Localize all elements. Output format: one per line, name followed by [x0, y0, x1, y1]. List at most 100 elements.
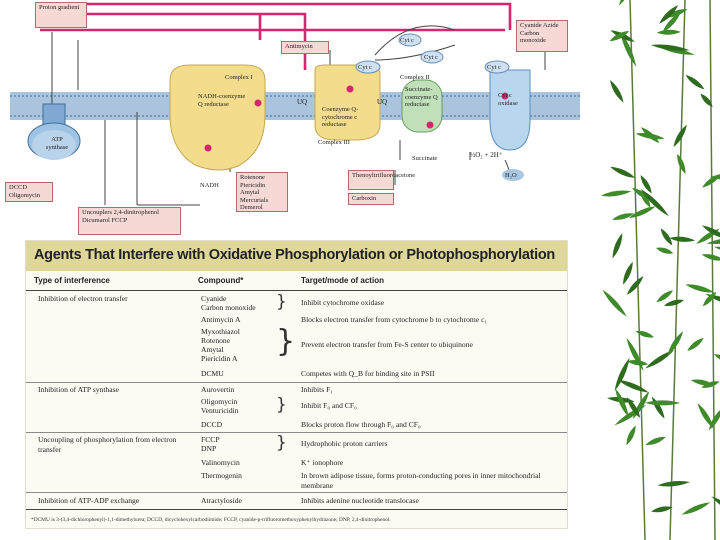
row-compound: Carbon monoxide [201, 303, 256, 312]
group-atp-synthase [26, 382, 567, 433]
header-target: Target/mode of action [301, 276, 384, 285]
bamboo-leaf [656, 247, 674, 254]
bamboo-stem [709, 0, 716, 540]
row-compound: Cyanide [201, 294, 227, 303]
bamboo-leaf [645, 436, 666, 446]
coq-cytc-label: Coenzyme Q-cytochrome c reductase [322, 106, 359, 128]
brace-icon: } [276, 292, 287, 312]
water-equation: ½O₂ + 2H⁺ [470, 151, 503, 159]
atp-synthase-shape [27, 103, 81, 160]
bamboo-leaf [701, 254, 720, 261]
complex-ii-shape [401, 79, 443, 133]
bamboo-leaf [681, 502, 711, 515]
bamboo-leaf [614, 357, 630, 392]
inhibitor-table: Agents That Interfere with Oxidative Pho… [25, 240, 568, 529]
row-target: Hydrophobic proton carriers [301, 439, 388, 448]
row-target: Inhibits F₁ [301, 385, 333, 394]
bamboo-leaf [615, 388, 629, 417]
row-compound: Piericidin A [201, 354, 238, 363]
bamboo-leaf [651, 506, 673, 513]
rotenone-box: Rotenone Piericidin Amytal Mercurials De… [236, 172, 288, 212]
bamboo-stem [669, 0, 686, 540]
bamboo-leaf [609, 31, 630, 42]
row-target: Inhibit cytochrome oxidase [301, 298, 385, 307]
uq-label-2: UQ [377, 98, 388, 106]
bamboo-leaf [614, 404, 647, 426]
complex-i-label: Complex I [225, 74, 253, 81]
row-target: Inhibit F₀ and CF₀ [301, 401, 357, 410]
brace-icon: } [276, 433, 287, 453]
bamboo-leaf [600, 190, 632, 197]
header-compound: Compound* [198, 276, 244, 285]
row-compound: DNP [201, 444, 217, 453]
bamboo-leaf [701, 225, 720, 240]
bamboo-leaf [626, 337, 644, 372]
table-title-band: Agents That Interfere with Oxidative Pho… [26, 241, 567, 271]
bamboo-leaf [626, 425, 636, 446]
row-compound: FCCP [201, 435, 220, 444]
row-target: Inhibits adenine nucleotide translocase [301, 496, 419, 505]
row-type: Inhibition of ATP-ADP exchange [38, 496, 140, 505]
bamboo-leaf [645, 350, 675, 369]
complex-i-shape [169, 64, 266, 171]
group-uncoupling [26, 432, 567, 493]
row-compound: Atractyloside [201, 496, 242, 505]
table-footnote: *DCMU is 3-(3,4-dichlorophenyl)-1,1-dime… [31, 517, 391, 523]
nadh-label: NADH [200, 182, 219, 189]
row-compound: DCCD [201, 420, 223, 429]
cytc-label-4: Cyt c [487, 64, 501, 71]
cytc-label-1: Cyt c [400, 37, 414, 44]
bamboo-leaf [662, 11, 681, 33]
thenoyl-box: Thenoyltrifluoroacetone [348, 170, 415, 190]
bamboo-stem [629, 0, 646, 540]
carboxin-box: Carboxin [348, 193, 394, 205]
bamboo-leaf [645, 400, 681, 406]
complex-iii-label: Complex III [318, 139, 350, 146]
header-type: Type of interference [34, 276, 110, 285]
bamboo-leaf [659, 5, 679, 24]
bamboo-leaf [623, 261, 633, 285]
dccd-box: DCCD Oligomycin [5, 182, 53, 202]
bamboo-leaf [651, 396, 665, 419]
row-target: Competes with Q_B for binding site in PS… [301, 369, 435, 378]
bamboo-leaf [657, 480, 691, 487]
diagram-graphics [10, 2, 580, 206]
table-title: Agents That Interfere with Oxidative Pho… [34, 247, 555, 263]
row-target: Prevent electron transfer from Fe-S cent… [301, 340, 473, 349]
nadh-reductase-label: NADH-coenzyme Q reductase [198, 93, 246, 108]
bamboo-leaf [612, 213, 635, 220]
row-compound: Thermogenin [201, 471, 242, 480]
bamboo-leaf [640, 175, 652, 194]
table-header-row: Type of interference Compound* Target/mo… [26, 274, 567, 291]
antimycin-box: Antimycin [281, 41, 329, 54]
row-type: Uncoupling of phosphorylation from elect… [38, 435, 177, 454]
bamboo-leaf [705, 293, 720, 307]
row-compound: Venturicidin [201, 406, 239, 415]
row-type: Inhibition of electron transfer [38, 294, 128, 303]
succinate-reductase-label: Succinate-coenzyme Q reductase [405, 86, 438, 108]
bamboo-leaf [602, 289, 627, 317]
row-target: In brown adipose tissue, forms proton-co… [301, 471, 541, 490]
bamboo-leaf [618, 0, 636, 6]
bamboo-decoration [600, 0, 720, 540]
row-compound: Amytal [201, 345, 224, 354]
cytc-oxidase-shape [489, 69, 531, 151]
bamboo-leaf [702, 291, 717, 307]
bamboo-leaf [706, 237, 720, 244]
bamboo-leaf [610, 166, 636, 178]
bamboo-leaf [635, 330, 655, 338]
cytc-oxidase-label: Cyt c oxidase [498, 92, 518, 107]
bamboo-leaf [711, 496, 720, 518]
row-compound: Rotenone [201, 336, 231, 345]
row-compound: Aurovertin [201, 385, 235, 394]
uq-label-1: UQ [297, 98, 308, 106]
bamboo-leaf [617, 379, 649, 393]
group-electron-transfer [26, 291, 567, 383]
bamboo-leaf [685, 284, 714, 293]
bamboo-leaf [700, 93, 713, 107]
bamboo-leaf [663, 299, 684, 307]
atp-synthase-label: ATP synthase [45, 136, 69, 151]
bamboo-leaf [650, 44, 690, 51]
row-compound: Valinomycin [201, 458, 240, 467]
cytc-label-3: Cyt c [358, 64, 372, 71]
